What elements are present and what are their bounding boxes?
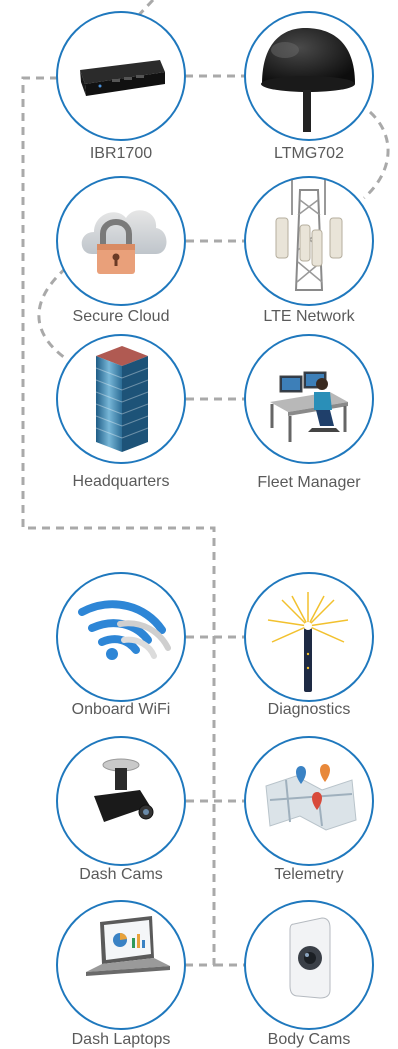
body-cam-icon — [289, 917, 331, 999]
label-diagnostics: Diagnostics — [268, 701, 351, 718]
label-headquarters: Headquarters — [73, 473, 170, 490]
connector-lines — [21, 0, 390, 967]
label-ibr1700: IBR1700 — [90, 145, 152, 162]
node-labels: IBR1700 LTMG702 Secure Cloud LTE Network… — [72, 145, 362, 1048]
router-icon — [80, 60, 165, 96]
cloud-lock-icon — [81, 210, 167, 274]
label-body-cams: Body Cams — [268, 1031, 351, 1048]
dash-cam-icon — [94, 758, 154, 822]
label-ltmg702: LTMG702 — [274, 145, 344, 162]
label-dash-laptops: Dash Laptops — [72, 1031, 171, 1048]
laptop-icon — [86, 916, 170, 976]
label-lte-network: LTE Network — [263, 308, 355, 325]
label-dash-cams: Dash Cams — [79, 866, 163, 883]
building-icon — [95, 346, 149, 452]
label-telemetry: Telemetry — [274, 866, 343, 883]
workstation-icon — [270, 371, 348, 442]
wifi-icon — [78, 600, 171, 660]
label-onboard-wifi: Onboard WiFi — [72, 701, 171, 718]
map-icon — [265, 764, 357, 831]
label-secure-cloud: Secure Cloud — [73, 308, 170, 325]
diagnostics-icon — [267, 592, 349, 692]
antenna-icon — [261, 28, 355, 132]
label-fleet-manager: Fleet Manager — [257, 474, 361, 491]
cell-tower-icon — [275, 180, 343, 291]
